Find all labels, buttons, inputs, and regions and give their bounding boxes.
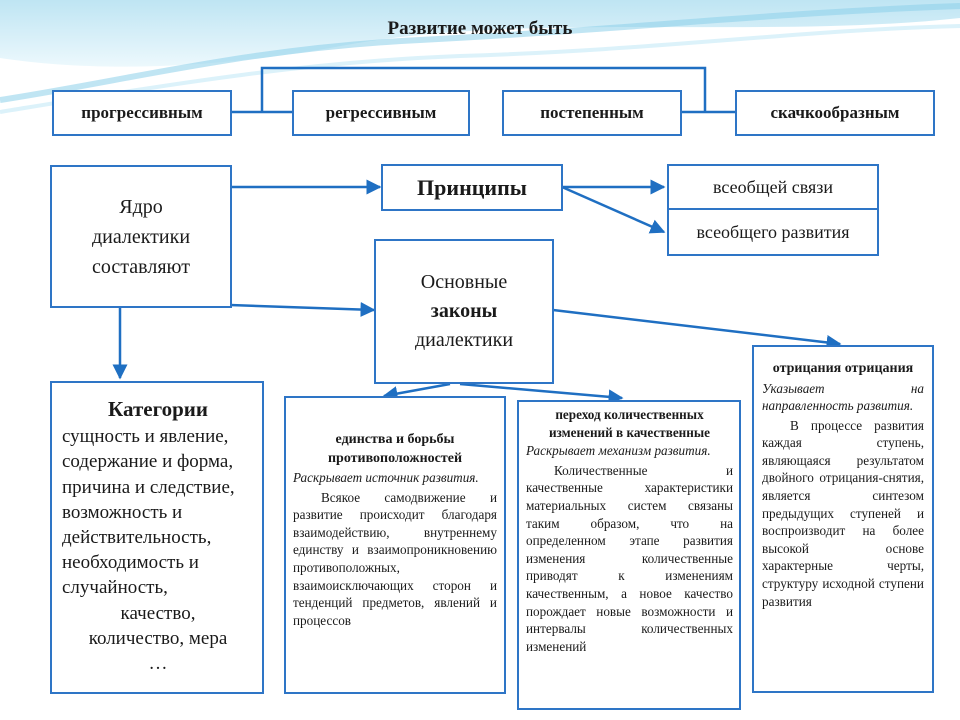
category-item: … (148, 653, 168, 675)
principles-list: всеобщей связи всеобщего развития (667, 164, 879, 256)
law-unity-box: единства и борьбы противоположностей Рас… (284, 396, 506, 694)
categories-box: Категории сущность и явление, содержание… (50, 381, 264, 694)
law-negation-box: отрицания отрицания Указывает на направл… (752, 345, 934, 693)
law-unity-title: единства и борьбы противоположностей (327, 432, 463, 466)
law-transition-box: переход количественных изменений в качес… (517, 400, 741, 710)
law-transition-body: Количественные и качественные характерис… (526, 462, 733, 654)
page-title: Развитие может быть (387, 18, 573, 39)
main-laws-line2: законы (430, 300, 498, 322)
law-unity-subtitle: Раскрывает источник развития. (293, 470, 479, 485)
category-item: содержание и форма, (62, 451, 234, 473)
main-laws-box: Основные законы диалектики (374, 239, 554, 384)
law-transition-subtitle: Раскрывает механизм развития. (526, 443, 711, 459)
law-unity-body: Всякое самодвижение и развитие происходи… (293, 489, 497, 628)
category-item: качество, (120, 602, 196, 624)
law-negation-title: отрицания отрицания (772, 361, 914, 376)
category-item: причина и следствие, (62, 476, 235, 498)
law-negation-subtitle: Указывает на направленность развития. (762, 380, 924, 414)
category-item: количество, мера (88, 627, 228, 649)
principle-universal-development: всеобщего развития (696, 221, 850, 242)
type-gradual: постепенным (502, 90, 682, 136)
law-negation-body: В процессе развития каждая ступень, явля… (762, 417, 924, 609)
category-item: необходимость и случайность, (62, 552, 199, 599)
type-abrupt: скачкообразным (735, 90, 935, 136)
dialectics-core-box: Ядро диалектики составляют (50, 165, 232, 308)
dialectics-core-text: Ядро диалектики составляют (91, 195, 191, 278)
main-laws-line3: диалектики (414, 329, 514, 351)
categories-heading: Категории (108, 397, 208, 421)
law-transition-title: переход количественных изменений в качес… (548, 407, 711, 440)
main-laws-line1: Основные (420, 271, 508, 293)
principles-box: Принципы (381, 164, 563, 211)
type-progressive: прогрессивным (52, 90, 232, 136)
category-item: возможность и действительность, (62, 501, 212, 549)
type-regressive: регрессивным (292, 90, 470, 136)
category-item: сущность и явление, (62, 426, 229, 448)
principle-universal-connection: всеобщей связи (669, 166, 877, 210)
